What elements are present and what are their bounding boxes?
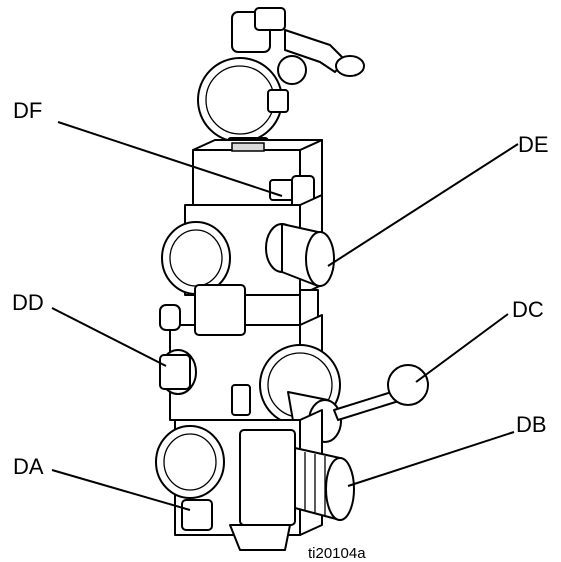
leader-dd (51, 307, 167, 367)
callout-df: DF (13, 98, 42, 123)
lower-valve-block (159, 284, 429, 443)
bottom-valve-block (155, 409, 355, 551)
leader-lines (51, 121, 519, 511)
leader-da (51, 469, 191, 511)
callout-db: DB (516, 412, 547, 437)
leader-db (347, 431, 515, 487)
callout-dd: DD (12, 290, 44, 315)
callout-da: DA (13, 454, 44, 479)
callout-de: DE (518, 132, 549, 157)
leader-dc (415, 313, 509, 383)
leader-df (57, 121, 283, 197)
middle-valve-block (161, 194, 335, 331)
callout-dc: DC (512, 297, 544, 322)
top-gauge-assembly (197, 7, 365, 153)
leader-de (327, 143, 519, 267)
figure-id: ti20104a (308, 545, 366, 562)
